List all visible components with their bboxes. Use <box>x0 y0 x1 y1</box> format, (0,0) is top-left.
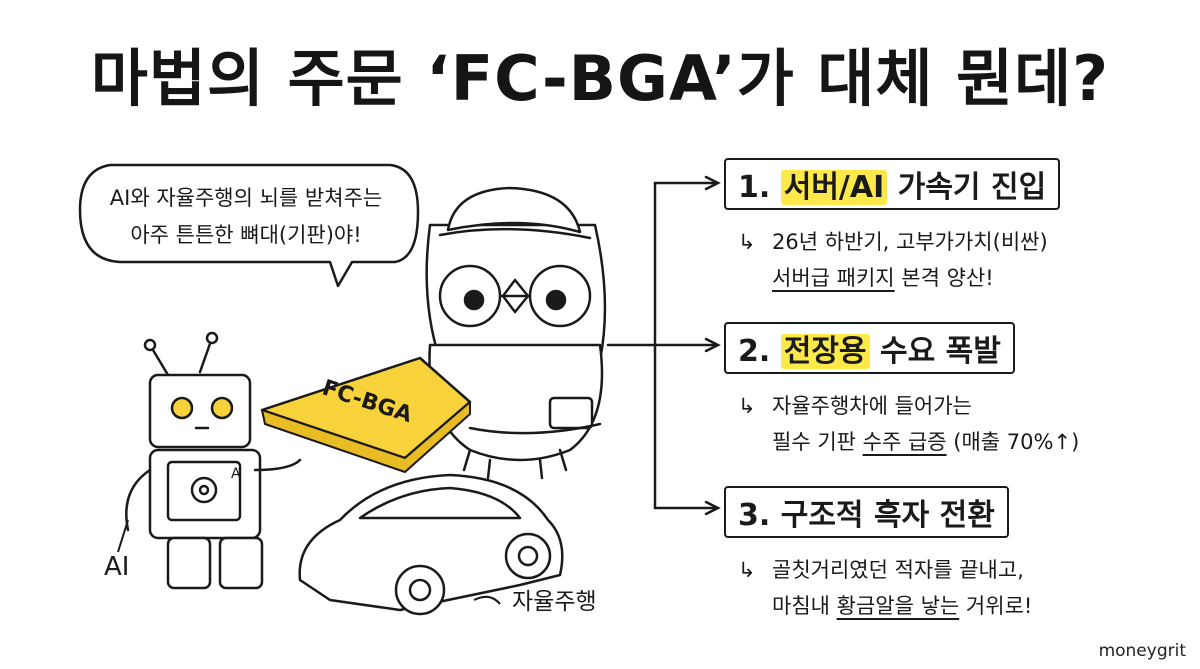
turn-arrow-icon: ↳ <box>738 394 756 418</box>
turn-arrow-icon: ↳ <box>738 558 756 582</box>
robot-pointer-line <box>117 519 129 553</box>
detail-line-2-pre: 필수 기판 <box>772 430 863 454</box>
section-detail: ↳ 26년 하반기, 고부가가치(비싼) 서버급 패키지 본격 양산! <box>738 224 1060 296</box>
section-detail: ↳ 골칫거리였던 적자를 끝내고, 마침내 황금알을 낳는 거위로! <box>738 552 1032 624</box>
detail-line-2: (매출 70%↑) <box>946 430 1080 454</box>
bubble-line-1: AI와 자율주행의 뇌를 받쳐주는 <box>109 186 383 210</box>
section-automotive: 2. 전장용 수요 폭발 ↳ 자율주행차에 들어가는 필수 기판 수주 급증 (매… <box>724 322 1079 460</box>
section-number: 2. <box>738 334 771 369</box>
section-title: 1. 서버/AI 가속기 진입 <box>724 158 1061 210</box>
detail-underlined: 수주 급증 <box>862 430 947 454</box>
section-detail: ↳ 자율주행차에 들어가는 필수 기판 수주 급증 (매출 70%↑) <box>738 388 1079 460</box>
detail-underlined: 서버급 패키지 <box>772 266 895 290</box>
section-server-ai: 1. 서버/AI 가속기 진입 ↳ 26년 하반기, 고부가가치(비싼) 서버급 … <box>724 158 1061 296</box>
robot-chest-label: A <box>231 466 241 482</box>
fc-bga-board: FC-BGA <box>260 356 472 473</box>
section-highlight: 서버/AI <box>780 170 888 205</box>
detail-line-1: 자율주행차에 들어가는 <box>772 394 972 418</box>
sports-car <box>298 473 564 616</box>
robot-caption: AI <box>104 552 130 582</box>
turn-arrow-icon: ↳ <box>738 230 756 254</box>
section-title-rest: 수요 폭발 <box>869 334 1001 369</box>
page-title: 마법의 주문 ‘FC-BGA’가 대체 뭔데? <box>90 42 1110 115</box>
detail-line-2: 거위로! <box>959 594 1033 618</box>
detail-underlined: 황금알을 낳는 <box>836 594 960 618</box>
speech-bubble <box>78 163 420 288</box>
section-highlight: 전장용 <box>780 334 870 369</box>
detail-line-1: 골칫거리였던 적자를 끝내고, <box>772 558 1024 582</box>
owl-engineer <box>425 186 607 480</box>
car-caption: 자율주행 <box>512 589 597 615</box>
detail-line-2: 본격 양산! <box>894 266 994 290</box>
speech-bubble-text: AI와 자율주행의 뇌를 받쳐주는 아주 튼튼한 뼈대(기판)야! <box>96 180 396 254</box>
section-title: 3. 구조적 흑자 전환 <box>724 486 1009 538</box>
section-turnaround: 3. 구조적 흑자 전환 ↳ 골칫거리였던 적자를 끝내고, 마침내 황금알을 낳… <box>724 486 1032 624</box>
bubble-line-2: 아주 튼튼한 뼈대(기판)야! <box>130 223 362 247</box>
section-number: 3. <box>738 498 771 533</box>
watermark: moneygrit <box>1094 639 1190 663</box>
section-title-rest: 가속기 진입 <box>887 170 1047 205</box>
section-title-text: 구조적 흑자 전환 <box>780 498 995 533</box>
bracket-connector <box>606 175 721 516</box>
section-title: 2. 전장용 수요 폭발 <box>724 322 1015 374</box>
car-pointer-line <box>473 595 501 605</box>
detail-line-1: 26년 하반기, 고부가가치(비싼) <box>772 230 1048 254</box>
robot <box>125 331 302 590</box>
section-number: 1. <box>738 170 771 205</box>
detail-line-2-pre: 마침내 <box>772 594 837 618</box>
